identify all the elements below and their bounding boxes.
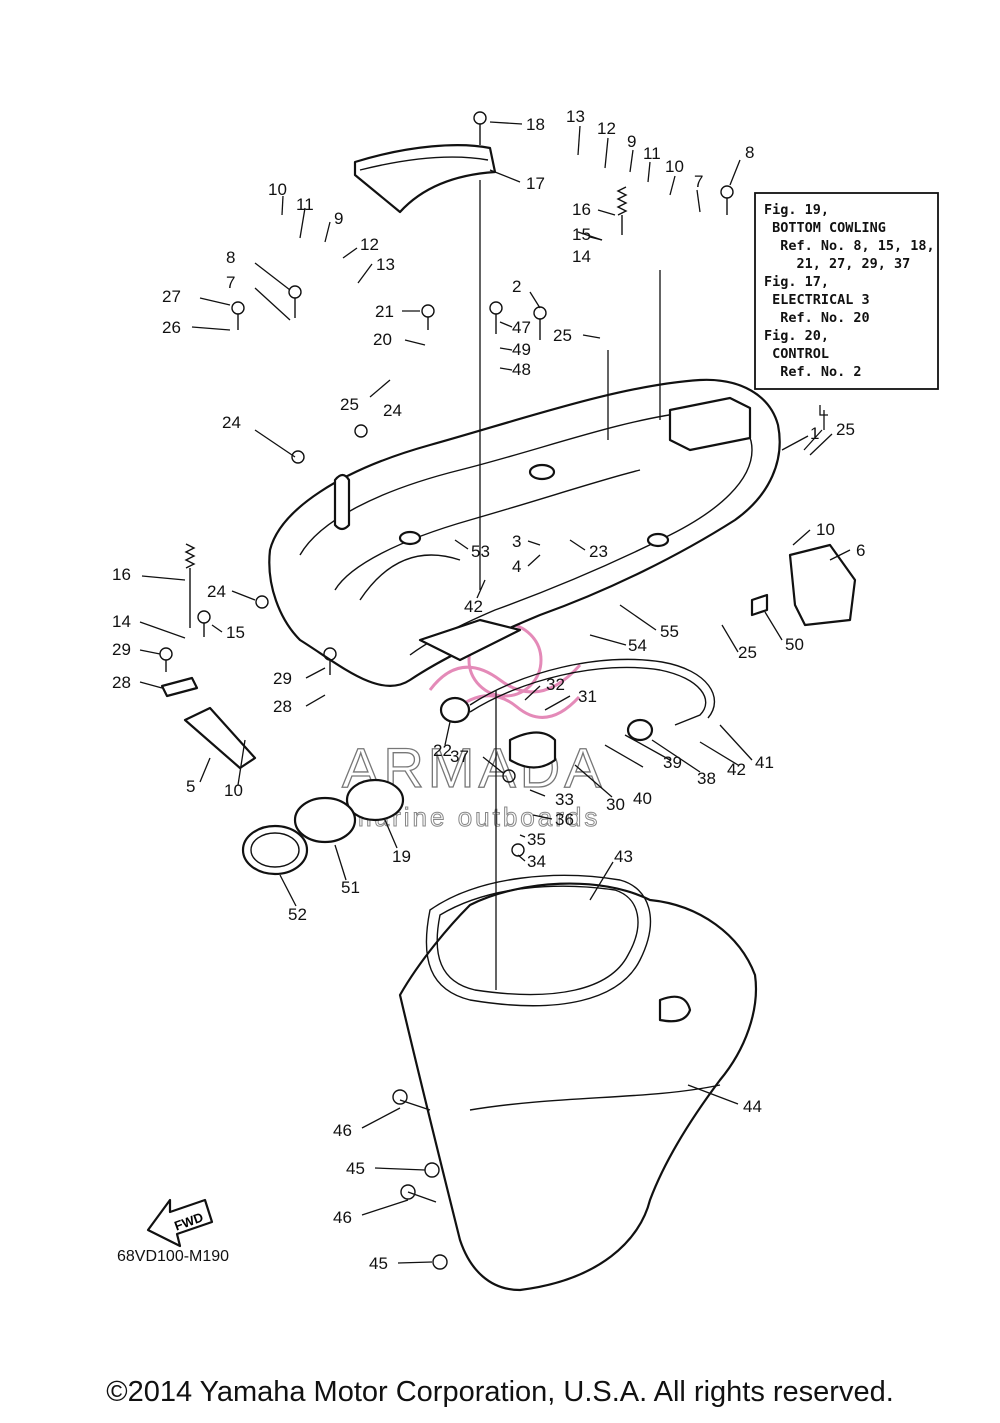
ref-line: 21, 27, 29, 37 [764,256,910,272]
part-label: 8 [745,143,754,162]
part-label: 34 [527,852,546,871]
part-label: 11 [296,195,314,214]
part-label: 4 [512,557,521,576]
part-label: 11 [643,144,661,163]
part-label: 29 [112,640,131,659]
part-label: 48 [512,360,531,379]
part-label: 23 [589,542,608,561]
part-label: 10 [224,781,243,800]
part-label: 47 [512,318,531,337]
reference-box: Fig. 19, BOTTOM COWLING Ref. No. 8, 15, … [754,192,939,451]
ref-line: Ref. No. 2 [764,364,862,380]
part-label: 24 [222,413,241,432]
part-label: 25 [836,420,855,439]
part-label: 20 [373,330,392,349]
part-label: 22 [433,741,452,760]
part-label: 15 [572,225,591,244]
part-label: 21 [375,302,394,321]
part-label: 15 [226,623,245,642]
ref-line: Ref. No. 8, 15, 18, [764,238,935,254]
part-label: 30 [606,795,625,814]
part-label: 13 [376,255,395,274]
part-label: 24 [383,401,402,420]
ref-line: Ref. No. 20 [764,310,870,326]
part-label: 25 [340,395,359,414]
part-label: 24 [207,582,226,601]
part-label: 5 [186,777,195,796]
ref-line: Fig. 17, [764,274,829,290]
part-label: 50 [785,635,804,654]
part-label: 10 [268,180,287,199]
part-label: 26 [162,318,181,337]
ref-line: BOTTOM COWLING [764,220,886,236]
lower-cowling [398,882,757,1292]
part-label: 28 [273,697,292,716]
part-label: 9 [627,132,636,151]
part-label: 45 [369,1254,388,1273]
part-label: 36 [555,810,574,829]
part-label: 39 [663,753,682,772]
part-label: 7 [226,273,235,292]
ref-line: Fig. 20, [764,328,829,344]
part-label: 46 [333,1121,352,1140]
part-label: 44 [743,1097,762,1116]
part-label: 40 [633,789,652,808]
part-label: 55 [660,622,679,641]
parts-artwork: FWD [139,111,857,1292]
part-label: 13 [566,107,585,126]
part-label: 46 [333,1208,352,1227]
part-label: 35 [527,830,546,849]
ref-line: ELECTRICAL 3 [764,292,870,308]
part-label: 19 [392,847,411,866]
part-label: 1 [810,424,819,443]
part-label: 12 [360,235,379,254]
part-label: 29 [273,669,292,688]
part-label: 49 [512,340,531,359]
bottom-cowling [268,378,781,687]
part-label: 43 [614,847,633,866]
part-label: 10 [816,520,835,539]
part-label: 32 [546,675,565,694]
part-label: 12 [597,119,616,138]
part-label: 14 [572,247,591,266]
part-label: 53 [471,542,490,561]
part-label: 41 [755,753,774,772]
part-label: 14 [112,612,131,631]
part-label: 52 [288,905,307,924]
part-label: 33 [555,790,574,809]
part-label: 7 [694,172,703,191]
part-label: 2 [512,277,521,296]
part-label: 10 [665,157,684,176]
part-label: 16 [112,565,131,584]
part-label: 9 [334,209,343,228]
part-label: 6 [856,541,865,560]
part-label: 28 [112,673,131,692]
ref-line: CONTROL [764,346,829,362]
part-label: 37 [450,747,469,766]
part-label: 31 [578,687,597,706]
diagram-code: 68VD100-M190 [117,1248,229,1265]
part-label: 38 [697,769,716,788]
fwd-arrow: FWD [146,1198,214,1248]
part-label: 16 [572,200,591,219]
part-label: 18 [526,115,545,134]
part-label: 42 [464,597,483,616]
part-label: 42 [727,760,746,779]
part-label: 54 [628,636,647,655]
part-label: 25 [553,326,572,345]
part-label: 27 [162,287,181,306]
copyright-notice: ©2014 Yamaha Motor Corporation, U.S.A. A… [106,1376,894,1408]
part-label: 25 [738,643,757,662]
ref-line: Fig. 19, [764,202,829,218]
part-label: 17 [526,174,545,193]
part-labels: 18 13 12 9 11 10 7 8 17 16 15 14 10 11 9… [112,107,865,1273]
part-label: 8 [226,248,235,267]
cover-plate [353,144,497,214]
part-label: 51 [341,878,360,897]
part-label: 45 [346,1159,365,1178]
part-label: 3 [512,532,521,551]
